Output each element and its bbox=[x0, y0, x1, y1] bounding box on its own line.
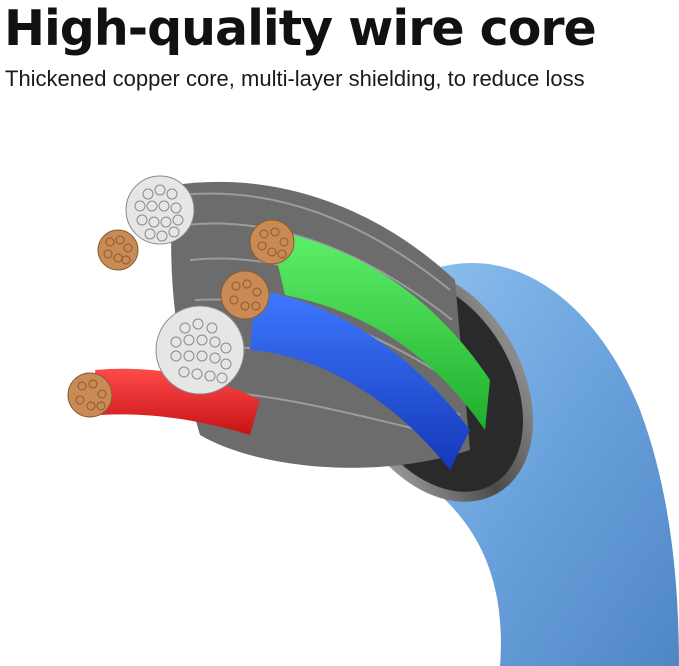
headline: High-quality wire core bbox=[4, 0, 597, 57]
copper-core-top bbox=[97, 229, 139, 271]
green-wire bbox=[270, 230, 490, 430]
tinned-core-bottom bbox=[155, 305, 245, 395]
cable-illustration bbox=[67, 175, 679, 666]
copper-core-mid bbox=[249, 219, 295, 265]
subheadline: Thickened copper core, multi-layer shiel… bbox=[5, 66, 585, 91]
tinned-core-top bbox=[125, 175, 195, 245]
blue-wire bbox=[250, 290, 470, 470]
copper-core-red bbox=[67, 372, 113, 418]
copper-core-center bbox=[220, 270, 270, 320]
